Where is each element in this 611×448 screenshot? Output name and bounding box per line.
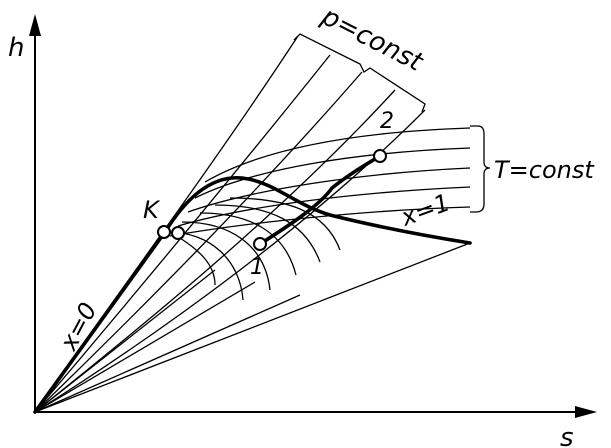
isotherm-label: T=const [494,156,595,184]
critical-point-marker [157,225,171,239]
bracket [293,33,426,113]
isobar-line [34,71,363,413]
axes [29,14,597,418]
point-2-marker [373,149,387,163]
vapor-line-label: x=1 [397,188,454,232]
isobar-line [34,242,471,413]
point-1-marker [253,237,267,251]
saturation-curves [33,154,472,414]
isobar-line [34,294,301,413]
isotherm-bracket [470,125,491,213]
saturation-dome [163,176,472,245]
isotherm-line [204,127,471,183]
liquid-saturation-line [33,230,167,414]
isotherm-line [199,212,297,276]
isobar-line [34,89,396,413]
isotherm-line [187,167,471,213]
process-line-1-2 [258,154,382,246]
x-axis-arrow-icon [575,406,597,418]
isobar-line [34,269,216,413]
isotherm-line [194,147,471,199]
isobar-line [34,281,256,413]
point-1-label: 1 [250,255,264,280]
y-axis-arrow-icon [29,14,41,36]
isotherm-line [169,206,471,237]
isotherm-line [214,204,321,263]
points [157,149,387,251]
x-axis-label: s [560,423,574,448]
critical-point-marker-2 [171,226,185,240]
point-2-label: 2 [380,109,394,134]
isotherm-line [181,221,271,291]
isotherm-line [229,197,341,251]
isobar-label: p=const [316,1,428,78]
isotherm-line [174,234,216,286]
bracket [470,125,491,213]
critical-point-label: K [143,196,161,224]
y-axis-label: h [8,33,24,63]
isobar-bracket [293,33,426,113]
isotherm-line [177,186,471,227]
